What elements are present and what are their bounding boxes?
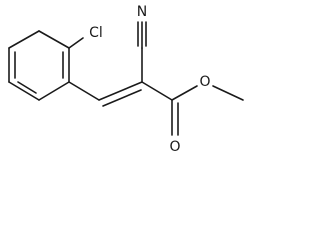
alkene-bond: [98, 81, 143, 101]
chlorine-atom-label: Cl: [89, 25, 103, 41]
ring-bond: [8, 81, 40, 101]
ring-bond: [38, 81, 70, 101]
ring-bond: [38, 30, 70, 49]
ring-vinyl-bond: [68, 81, 100, 101]
ring-bond: [8, 30, 40, 49]
nitrogen-atom-label: N: [137, 4, 147, 20]
ester-oxygen-label: O: [199, 74, 210, 90]
benzene-ring: [8, 30, 70, 101]
structure-diagram: Cl N O O: [8, 4, 244, 155]
c-o-ester-bond: [171, 85, 198, 101]
ring-inner-double-bond: [17, 81, 37, 94]
alkene-second-bond: [102, 89, 142, 107]
c-carbonyl-bond: [141, 81, 173, 101]
o-methyl-bond: [212, 85, 244, 101]
c-cl-bond: [68, 37, 84, 49]
carbonyl-oxygen-label: O: [169, 139, 180, 155]
